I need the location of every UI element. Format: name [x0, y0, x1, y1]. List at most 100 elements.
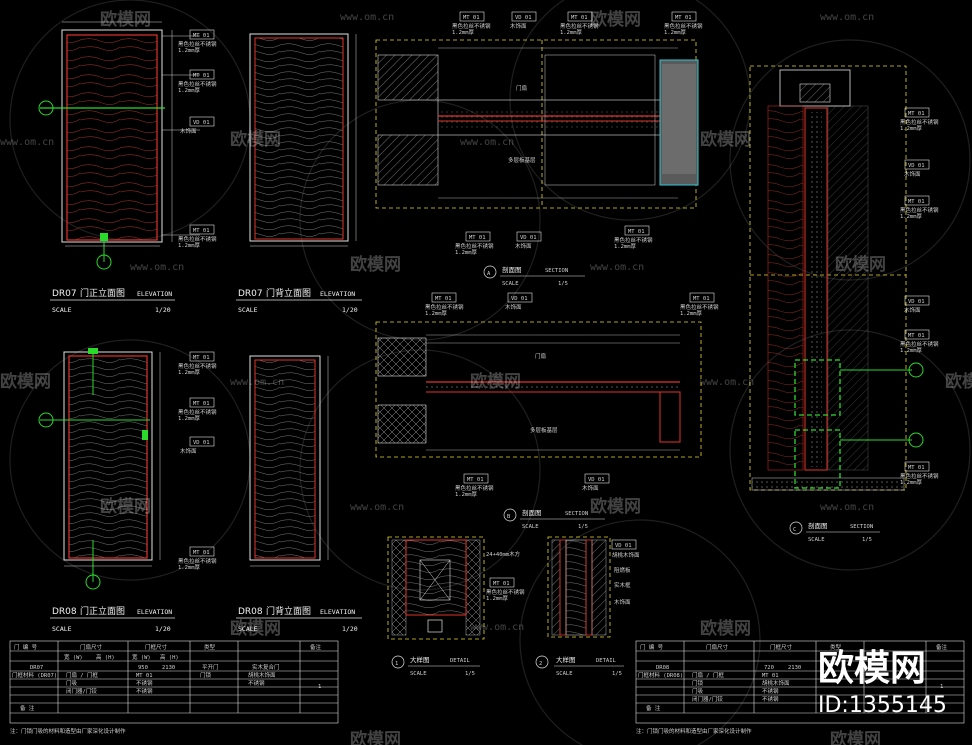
detail-2 — [547, 536, 611, 638]
svg-text:木饰面: 木饰面 — [904, 306, 921, 314]
section-right — [749, 65, 924, 491]
svg-text:黑色拉丝不锈钢: 黑色拉丝不锈钢 — [664, 22, 703, 30]
svg-text:24+40mm木方: 24+40mm木方 — [486, 550, 521, 558]
svg-text:1.2mm厚: 1.2mm厚 — [452, 29, 475, 36]
svg-text:黑色拉丝不锈钢: 黑色拉丝不锈钢 — [452, 22, 491, 30]
svg-text:木饰面: 木饰面 — [614, 598, 631, 606]
svg-text:欧模网: 欧模网 — [835, 254, 886, 275]
svg-text:MT 01: MT 01 — [693, 296, 710, 302]
svg-text:1/20: 1/20 — [155, 306, 171, 314]
svg-text:黑色拉丝不锈钢: 黑色拉丝不锈钢 — [560, 22, 599, 30]
svg-text:1: 1 — [940, 684, 943, 690]
svg-text:不锈钢: 不锈钢 — [762, 687, 779, 695]
svg-text:2130: 2130 — [788, 665, 801, 671]
svg-text:VD 01: VD 01 — [193, 440, 210, 446]
svg-text:胡桃木饰面: 胡桃木饰面 — [762, 679, 790, 687]
svg-text:DETAIL: DETAIL — [450, 658, 471, 664]
svg-text:A: A — [487, 271, 491, 277]
svg-text:类型: 类型 — [830, 643, 842, 651]
svg-text:1.2mm厚: 1.2mm厚 — [425, 310, 448, 317]
svg-text:ELEVATION: ELEVATION — [320, 608, 355, 616]
svg-text:黑色拉丝不锈钢: 黑色拉丝不锈钢 — [178, 362, 217, 370]
svg-text:黑色拉丝不锈钢: 黑色拉丝不锈钢 — [486, 588, 525, 596]
svg-text:1.2mm厚: 1.2mm厚 — [455, 249, 478, 256]
svg-text:木饰面: 木饰面 — [180, 127, 197, 135]
svg-text:欧模网: 欧模网 — [350, 254, 401, 275]
svg-text:阻燃板: 阻燃板 — [614, 566, 631, 574]
svg-text:不锈钢: 不锈钢 — [248, 679, 265, 687]
svg-text:胡桃木饰面: 胡桃木饰面 — [248, 671, 276, 679]
svg-text:1.2mm厚: 1.2mm厚 — [178, 87, 201, 94]
svg-text:黑色拉丝不锈钢: 黑色拉丝不锈钢 — [900, 340, 939, 348]
dr07-front-elevation — [38, 21, 200, 270]
svg-text:MT 01: MT 01 — [908, 111, 925, 117]
svg-text:www.om.cn: www.om.cn — [590, 262, 644, 273]
svg-text:SCALE: SCALE — [502, 281, 519, 287]
svg-text:门框尺寸: 门框尺寸 — [770, 643, 793, 651]
svg-text:MT 01: MT 01 — [628, 229, 645, 235]
svg-text:MT 01: MT 01 — [193, 73, 210, 79]
dr08-front-title: DR08 门正立面图 ELEVATION SCALE 1/20 — [50, 605, 175, 633]
svg-text:门扇: 门扇 — [535, 352, 546, 360]
section-middle-tags: MT 01 黑色拉丝不锈钢 1.2mm厚 VD 01 木饰面 MT 01 黑色拉… — [425, 292, 719, 498]
svg-text:VD 01: VD 01 — [511, 296, 528, 302]
svg-text:不锈钢: 不锈钢 — [136, 679, 153, 687]
svg-text:大样图: 大样图 — [556, 655, 576, 664]
svg-text:MT 01: MT 01 — [908, 333, 925, 339]
svg-text:多层板基层: 多层板基层 — [530, 426, 558, 434]
svg-text:黑色拉丝不锈钢: 黑色拉丝不锈钢 — [680, 303, 719, 311]
svg-text:高 (H): 高 (H) — [96, 653, 115, 661]
svg-text:SCALE: SCALE — [522, 524, 539, 530]
svg-text:1.2mm厚: 1.2mm厚 — [614, 243, 637, 250]
svg-text:MT 01: MT 01 — [435, 296, 452, 302]
svg-text:黑色拉丝不锈钢: 黑色拉丝不锈钢 — [178, 80, 217, 88]
svg-text:备 注: 备 注 — [646, 704, 661, 712]
svg-text:1.2mm厚: 1.2mm厚 — [680, 310, 703, 317]
section-middle — [375, 321, 702, 458]
svg-text:门 编 号: 门 编 号 — [14, 643, 38, 651]
svg-text:MT 01: MT 01 — [762, 673, 779, 679]
svg-text:欧模网: 欧模网 — [830, 729, 881, 745]
svg-text:ELEVATION: ELEVATION — [137, 290, 172, 298]
svg-text:闭门器/门铰: 闭门器/门铰 — [692, 695, 723, 703]
svg-text:SCALE: SCALE — [808, 537, 825, 543]
svg-text:VD 01: VD 01 — [588, 477, 605, 483]
svg-text:1.2mm厚: 1.2mm厚 — [664, 29, 687, 36]
section-right-tags: MT 01 黑色拉丝不锈钢 1.2mm厚 VD 01 木饰面 MT 01 黑色拉… — [900, 107, 939, 486]
svg-text:MT 01: MT 01 — [193, 401, 210, 407]
dr08-front-tags: MT 01 黑色拉丝不锈钢 1.2mm厚 MT 01 黑色拉丝不锈钢 1.2mm… — [178, 351, 217, 571]
svg-text:备注: 备注 — [936, 643, 948, 651]
svg-text:注：门锁门吸的材料和造型由厂家深化设计制作: 注：门锁门吸的材料和造型由厂家深化设计制作 — [10, 727, 126, 735]
svg-text:木饰面: 木饰面 — [180, 447, 197, 455]
svg-text:欧模网: 欧模网 — [100, 496, 151, 517]
svg-text:www.om.cn: www.om.cn — [460, 137, 514, 148]
svg-text:大样图: 大样图 — [410, 655, 430, 664]
svg-text:1/5: 1/5 — [862, 537, 872, 543]
svg-text:VD 01: VD 01 — [515, 15, 532, 21]
dr07-front-title: DR07 门正立面图 ELEVATION SCALE 1/20 — [50, 287, 175, 314]
svg-text:门扇尺寸: 门扇尺寸 — [706, 643, 729, 651]
svg-text:1.2mm厚: 1.2mm厚 — [900, 479, 923, 486]
section-right-title: C 剖面图 SECTION SCALE 1/5 — [789, 521, 880, 543]
svg-text:欧模网: 欧模网 — [818, 648, 926, 689]
svg-text:MT 01: MT 01 — [193, 355, 210, 361]
svg-text:www.om.cn: www.om.cn — [700, 377, 754, 388]
svg-text:ELEVATION: ELEVATION — [320, 290, 355, 298]
svg-text:门 编 号: 门 编 号 — [640, 643, 664, 651]
svg-text:1.2mm厚: 1.2mm厚 — [178, 242, 201, 249]
svg-text:门扇 / 门框: 门扇 / 门框 — [692, 671, 724, 679]
svg-text:平开门: 平开门 — [202, 663, 219, 671]
svg-text:1.2mm厚: 1.2mm厚 — [900, 347, 923, 354]
svg-text:门背立面图: 门背立面图 — [266, 287, 311, 299]
svg-text:SECTION: SECTION — [545, 268, 568, 274]
svg-text:门扇: 门扇 — [516, 84, 527, 92]
svg-text:1.2mm厚: 1.2mm厚 — [560, 29, 583, 36]
svg-text:DR08: DR08 — [656, 665, 669, 671]
svg-text:SCALE: SCALE — [52, 625, 72, 633]
svg-text:类型: 类型 — [204, 643, 216, 651]
svg-text:1.2mm厚: 1.2mm厚 — [178, 415, 201, 422]
dr08-back-elevation — [249, 355, 329, 567]
svg-text:SCALE: SCALE — [238, 625, 258, 633]
svg-text:ELEVATION: ELEVATION — [137, 608, 172, 616]
detail-1-tags: 24+40mm木方 MT 01 黑色拉丝不锈钢 1.2mm厚 — [486, 550, 525, 602]
